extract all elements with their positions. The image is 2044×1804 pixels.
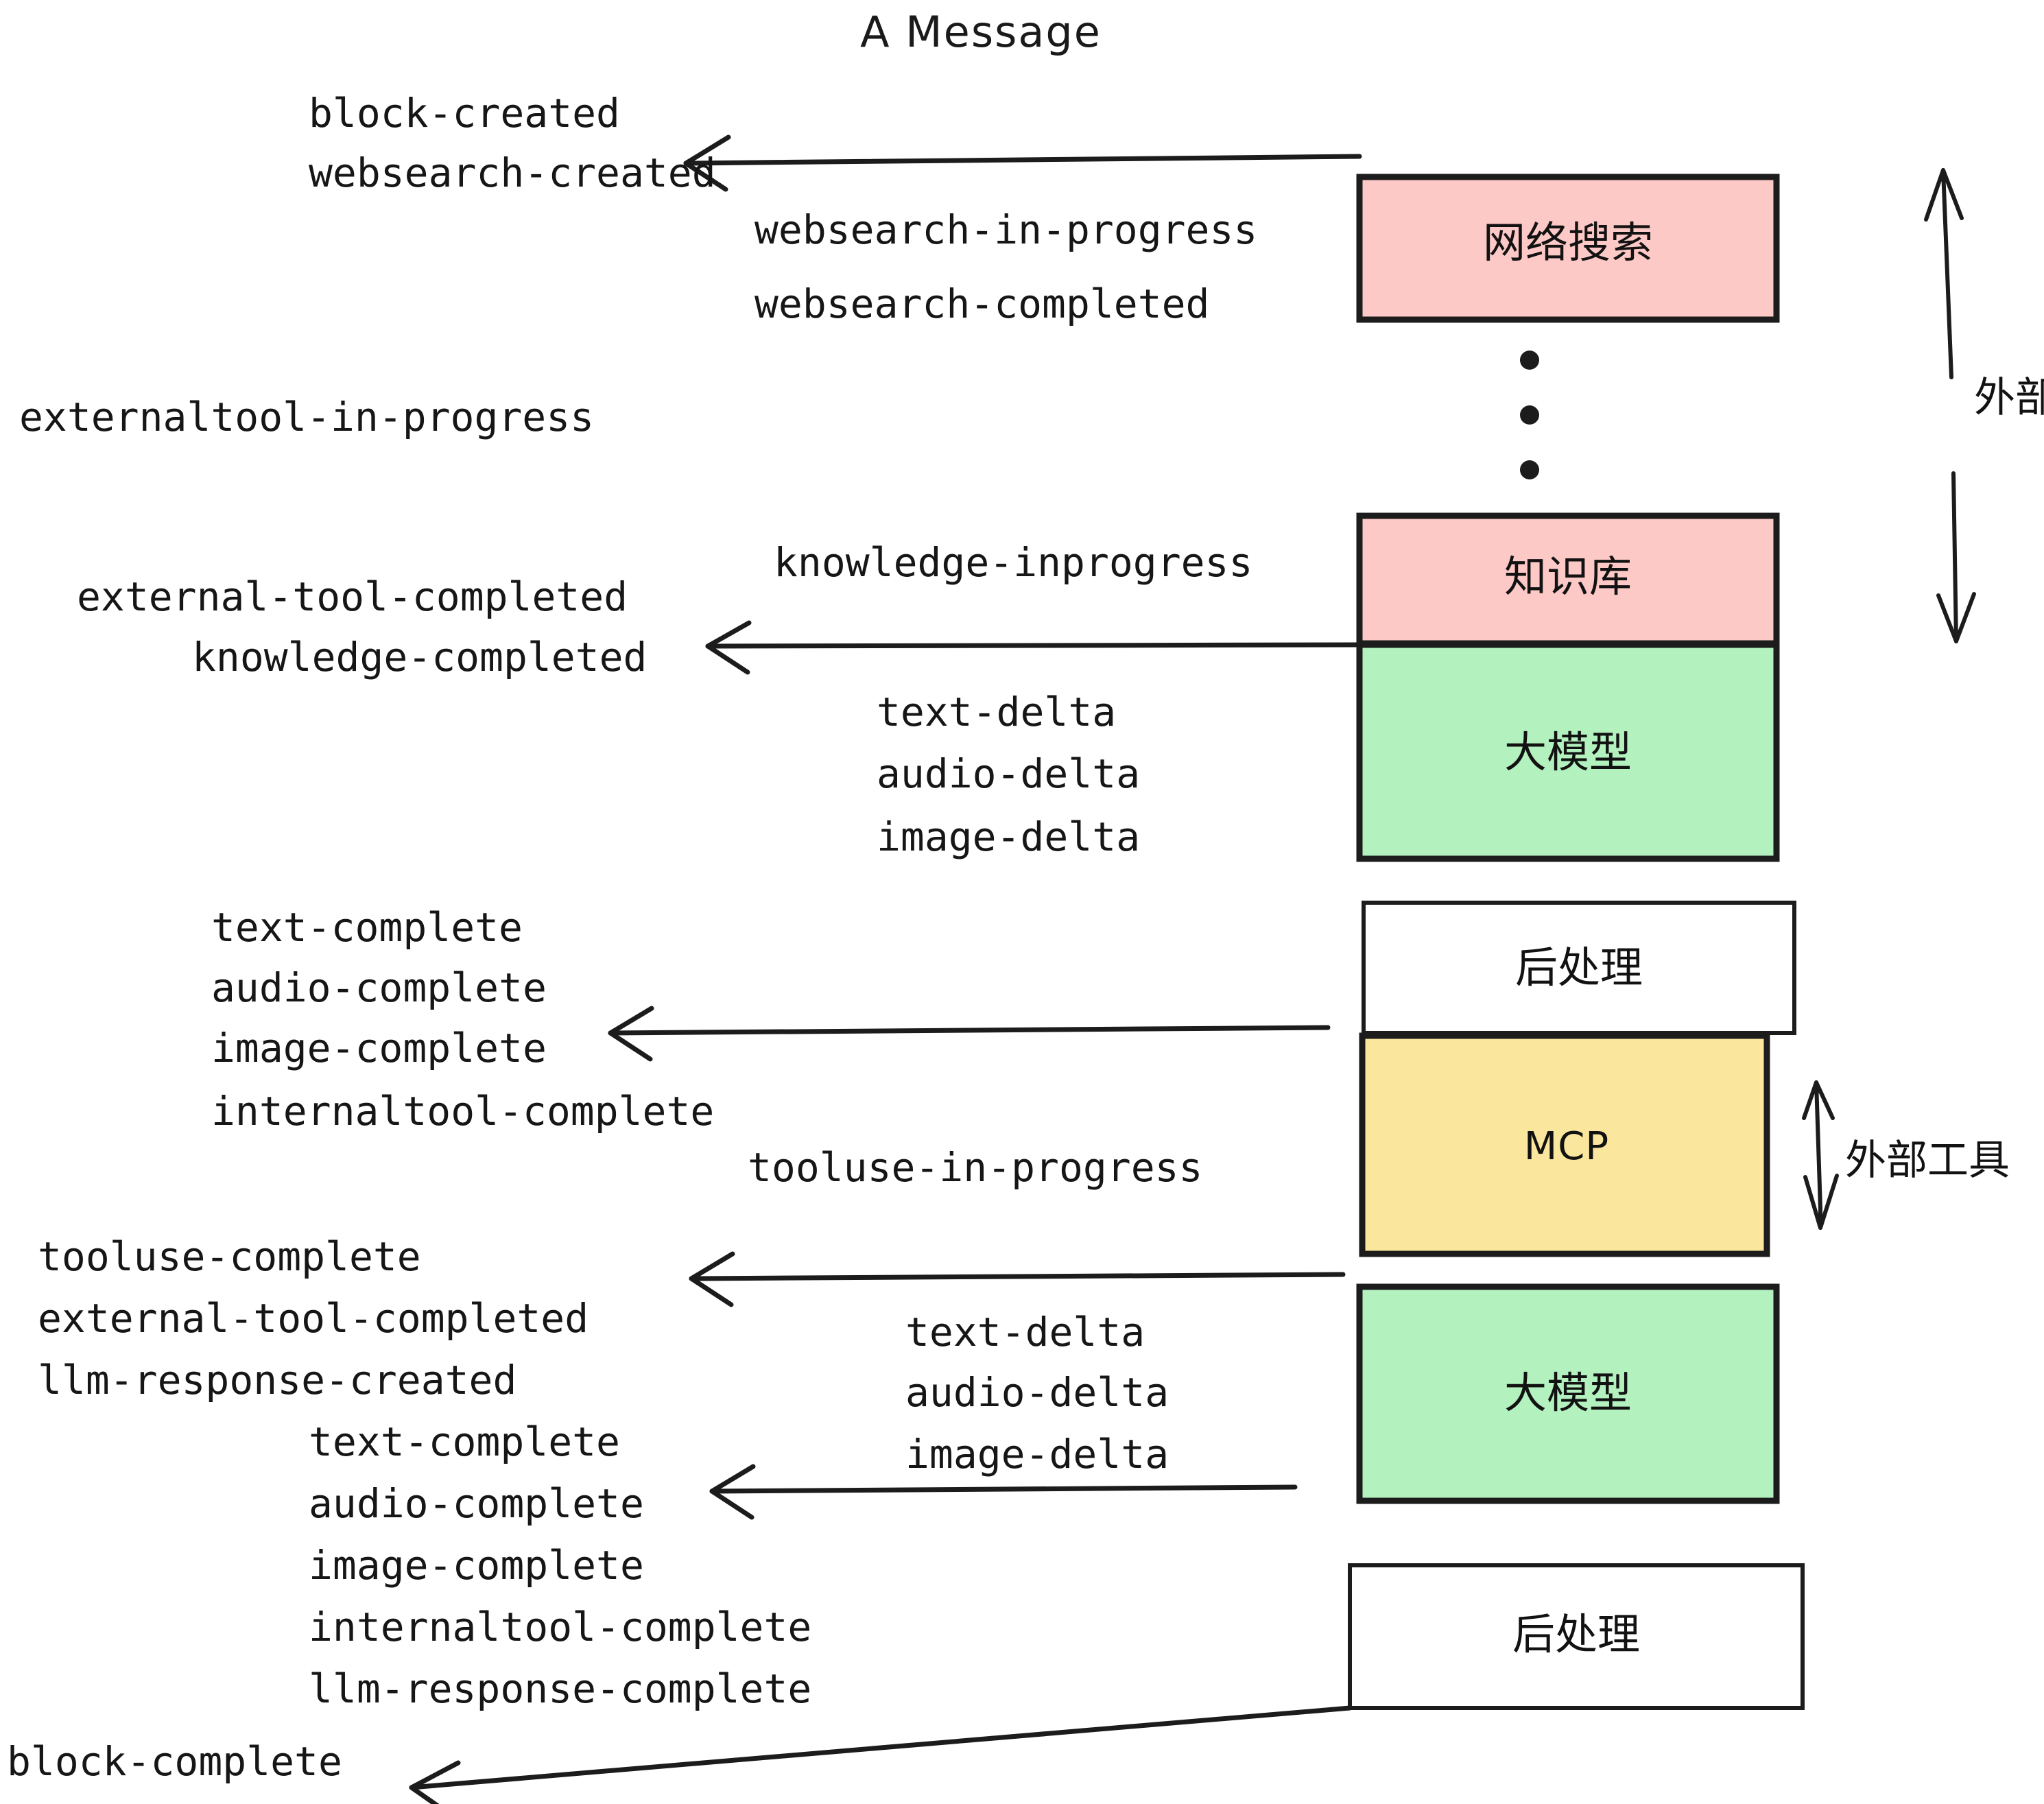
event-text-delta-2: text-delta xyxy=(905,1309,1145,1355)
event-text-complete-1: text-complete xyxy=(211,904,523,951)
arrow-block-created xyxy=(683,134,1362,192)
box-knowledgebase: 知识库 xyxy=(1356,512,1780,647)
box-mcp-label: MCP xyxy=(1524,1124,1609,1169)
event-internaltool-complete-1: internaltool-complete xyxy=(211,1088,714,1135)
event-knowledge-inprogress: knowledge-inprogress xyxy=(774,539,1252,586)
event-external-tool-completed-2: external-tool-completed xyxy=(38,1295,589,1342)
event-tooluse-complete: tooluse-complete xyxy=(38,1233,421,1280)
ellipsis-dots xyxy=(1520,351,1539,479)
event-websearch-completed: websearch-completed xyxy=(754,281,1209,327)
event-block-created: block-created xyxy=(309,90,620,137)
box-postprocess-1-label: 后处理 xyxy=(1515,942,1643,993)
event-llm-response-complete: llm-response-complete xyxy=(309,1665,811,1712)
event-knowledge-completed: knowledge-completed xyxy=(192,634,647,680)
box-websearch-label: 网络搜索 xyxy=(1483,217,1653,268)
external-tools-label-bottom: 外部工具 xyxy=(1845,1137,2010,1185)
box-websearch: 网络搜索 xyxy=(1356,174,1780,323)
event-tooluse-in-progress: tooluse-in-progress xyxy=(748,1144,1202,1191)
box-postprocess-1: 后处理 xyxy=(1362,901,1796,1035)
box-postprocess-2: 后处理 xyxy=(1348,1563,1805,1710)
event-audio-delta-2: audio-delta xyxy=(905,1369,1169,1416)
box-llm-2: 大模型 xyxy=(1356,1283,1780,1504)
box-llm-1-label: 大模型 xyxy=(1504,727,1632,777)
box-llm-2-label: 大模型 xyxy=(1504,1368,1632,1418)
arrow-block-complete xyxy=(409,1705,1353,1804)
event-image-delta-1: image-delta xyxy=(877,814,1140,860)
event-websearch-in-progress: websearch-in-progress xyxy=(754,206,1257,253)
box-postprocess-2-label: 后处理 xyxy=(1512,1609,1640,1659)
arrow-tooluse-complete xyxy=(689,1251,1346,1307)
event-websearch-created: websearch-created xyxy=(309,150,716,196)
event-image-complete-2: image-complete xyxy=(309,1542,644,1589)
box-knowledgebase-label: 知识库 xyxy=(1504,551,1632,602)
event-llm-response-created: llm-response-created xyxy=(38,1357,516,1403)
external-tools-bracket-top xyxy=(1924,168,1976,643)
arrow-audio-complete xyxy=(709,1464,1298,1520)
arrow-knowledge-completed xyxy=(705,620,1362,675)
event-internaltool-complete-2: internaltool-complete xyxy=(309,1604,811,1650)
event-text-complete-2: text-complete xyxy=(309,1419,620,1465)
event-audio-complete-2: audio-complete xyxy=(309,1480,644,1527)
external-tools-bracket-bottom xyxy=(1802,1080,1839,1230)
event-text-delta-1: text-delta xyxy=(877,689,1116,735)
event-audio-delta-1: audio-delta xyxy=(877,750,1140,797)
event-image-complete-1: image-complete xyxy=(211,1025,547,1071)
arrow-image-complete xyxy=(608,1006,1331,1062)
box-llm-1: 大模型 xyxy=(1356,641,1780,862)
diagram-title: A Message xyxy=(860,7,1102,57)
external-tools-label-top: 外部工具 xyxy=(1974,374,2044,422)
event-image-delta-2: image-delta xyxy=(905,1431,1169,1477)
event-block-complete: block-complete xyxy=(7,1738,342,1785)
event-externaltool-in-progress: externaltool-in-progress xyxy=(19,394,594,440)
box-mcp: MCP xyxy=(1359,1032,1770,1257)
event-external-tool-completed-1: external-tool-completed xyxy=(77,573,628,620)
event-audio-complete-1: audio-complete xyxy=(211,964,547,1011)
